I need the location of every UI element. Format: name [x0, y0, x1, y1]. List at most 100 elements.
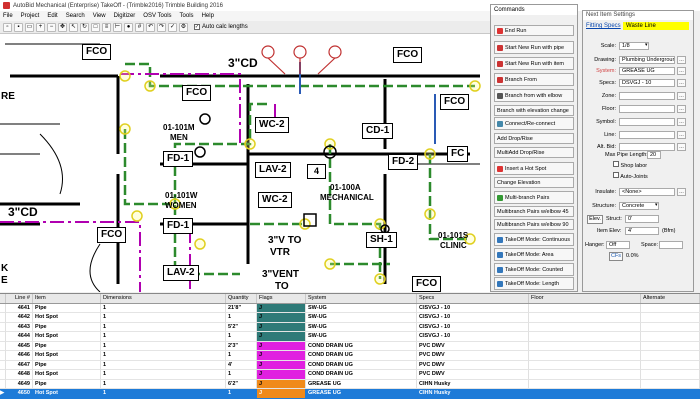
scale-dropdown-icon[interactable]: ▾: [645, 42, 648, 48]
insert-hotspot-button[interactable]: Insert a Hot Spot: [494, 162, 574, 175]
fixture-tag-fco-4[interactable]: FCO: [440, 94, 470, 110]
row-selector[interactable]: [0, 379, 6, 389]
specs-select[interactable]: DSVGJ - 10: [619, 79, 675, 87]
menu-project[interactable]: Project: [20, 13, 40, 19]
cell-system[interactable]: SW-UG: [306, 313, 417, 323]
add-drop-rise-button[interactable]: Add Drop/Rise: [494, 133, 574, 144]
cell-flags[interactable]: J: [257, 360, 306, 370]
drawing-canvas[interactable]: 3"CD 3"CD 01-101M MEN 01-101W WOMEN 4 01…: [0, 34, 490, 292]
branch-elevation-button[interactable]: Branch with elevation change: [494, 105, 574, 116]
cell-alternate[interactable]: [641, 341, 700, 351]
cell-line[interactable]: 4643: [6, 322, 33, 332]
multibranch-90-button[interactable]: Multibranch Pairs w/elbow 90: [494, 219, 574, 230]
col-dimensions[interactable]: Dimensions: [101, 294, 226, 303]
cell-item[interactable]: Hot Spot: [33, 389, 101, 399]
fixture-tag-fc-1[interactable]: FC: [447, 146, 469, 162]
cell-dimensions[interactable]: 1: [101, 322, 226, 332]
menu-tools[interactable]: Tools: [179, 13, 194, 19]
cell-alternate[interactable]: [641, 379, 700, 389]
cell-quantity[interactable]: 2'3": [226, 341, 257, 351]
cell-line[interactable]: 4648: [6, 370, 33, 380]
multibranch-pairs-button[interactable]: Multi-branch Pairs: [494, 191, 574, 204]
system-more-button[interactable]: …: [677, 67, 686, 75]
cell-quantity[interactable]: 1: [226, 389, 257, 399]
line-select[interactable]: [619, 131, 675, 139]
alt-bid-more-button[interactable]: …: [677, 143, 686, 151]
cell-system[interactable]: SW-UG: [306, 322, 417, 332]
zoom-out-icon[interactable]: −: [47, 22, 56, 32]
cell-specs[interactable]: PVC DWV: [417, 360, 529, 370]
struct-select[interactable]: 0': [625, 215, 659, 223]
rotate-icon[interactable]: ↻: [80, 22, 89, 32]
fit-icon[interactable]: □: [91, 22, 100, 32]
cell-quantity[interactable]: 5'2": [226, 322, 257, 332]
fixture-tag-wc-2b[interactable]: WC-2: [258, 192, 292, 208]
select-icon[interactable]: ↖: [69, 22, 78, 32]
col-line[interactable]: Line #: [6, 294, 33, 303]
grid-icon[interactable]: #: [135, 22, 144, 32]
branch-from-button[interactable]: Branch From: [494, 73, 574, 86]
cell-quantity[interactable]: 1: [226, 351, 257, 361]
floor-more-button[interactable]: …: [677, 105, 686, 113]
cell-alternate[interactable]: [641, 322, 700, 332]
fixture-tag-cd-1[interactable]: CD-1: [362, 123, 394, 139]
shop-labor-toggle[interactable]: Shop labor: [613, 161, 647, 170]
line-more-button[interactable]: …: [677, 131, 686, 139]
cell-line[interactable]: 4642: [6, 313, 33, 323]
row-selector[interactable]: [0, 341, 6, 351]
menu-osv-tools[interactable]: OSV Tools: [143, 13, 172, 19]
end-run-button[interactable]: End Run: [494, 25, 574, 36]
cell-quantity[interactable]: 1: [226, 332, 257, 342]
connect-button[interactable]: Connect/Re-connect: [494, 117, 574, 130]
cell-system[interactable]: SW-UG: [306, 303, 417, 313]
cell-specs[interactable]: CISVGJ - 10: [417, 332, 529, 342]
row-selector[interactable]: [0, 370, 6, 380]
cell-dimensions[interactable]: 1: [101, 303, 226, 313]
cell-quantity[interactable]: 4': [226, 360, 257, 370]
fixture-tag-fd-1b[interactable]: FD-1: [163, 218, 194, 234]
drawing-more-button[interactable]: …: [677, 56, 686, 64]
menu-file[interactable]: File: [3, 13, 13, 19]
alt-bid-select[interactable]: [619, 143, 675, 151]
save-icon[interactable]: ▪: [14, 22, 23, 32]
redo-icon[interactable]: ↷: [157, 22, 166, 32]
open-icon[interactable]: ▫: [3, 22, 12, 32]
cell-specs[interactable]: PVC DWV: [417, 370, 529, 380]
multiadd-drop-rise-button[interactable]: MultiAdd Drop/Rise: [494, 147, 574, 158]
cell-line[interactable]: 4645: [6, 341, 33, 351]
cell-quantity[interactable]: 1: [226, 370, 257, 380]
space-input[interactable]: [659, 241, 683, 249]
mode-area-button[interactable]: TakeOff Mode: Area: [494, 248, 574, 261]
insulate-select[interactable]: <None>: [619, 188, 675, 196]
cell-item[interactable]: Hot Spot: [33, 313, 101, 323]
col-system[interactable]: System: [306, 294, 417, 303]
cell-alternate[interactable]: [641, 389, 700, 399]
fixture-tag-lav-2a[interactable]: LAV-2: [255, 162, 291, 178]
cell-floor[interactable]: [529, 313, 641, 323]
cell-alternate[interactable]: [641, 303, 700, 313]
cell-item[interactable]: Pipe: [33, 360, 101, 370]
menu-edit[interactable]: Edit: [47, 13, 58, 19]
cell-specs[interactable]: CIHN Husky: [417, 389, 529, 399]
cell-dimensions[interactable]: 1: [101, 341, 226, 351]
max-pipe-length-input[interactable]: 20: [647, 151, 661, 159]
cell-floor[interactable]: [529, 389, 641, 399]
zone-select[interactable]: [619, 92, 675, 100]
menu-help[interactable]: Help: [201, 13, 214, 19]
zone-more-button[interactable]: …: [677, 92, 686, 100]
start-run-pipe-button[interactable]: Start New Run with pipe: [494, 41, 574, 54]
col-item[interactable]: Item: [33, 294, 101, 303]
auto-joints-checkbox[interactable]: [613, 172, 619, 178]
change-elevation-button[interactable]: Change Elevation: [494, 177, 574, 188]
cell-dimensions[interactable]: 1: [101, 360, 226, 370]
cell-item[interactable]: Pipe: [33, 379, 101, 389]
cell-floor[interactable]: [529, 370, 641, 380]
col-flags[interactable]: Flags: [257, 294, 306, 303]
mode-counted-button[interactable]: TakeOff Mode: Counted: [494, 263, 574, 276]
auto-joints-toggle[interactable]: Auto-Joints: [613, 172, 648, 181]
cell-system[interactable]: COND DRAIN UG: [306, 341, 417, 351]
menu-view[interactable]: View: [92, 13, 106, 19]
